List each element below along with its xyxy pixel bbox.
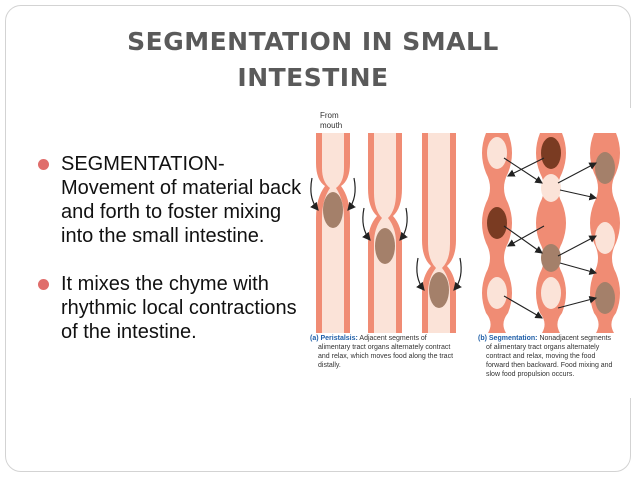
figure-svg: From mouth <box>310 111 620 378</box>
slide-title: SEGMENTATION IN SMALL INTESTINE <box>70 24 556 96</box>
intestine-figure: From mouth <box>308 108 638 398</box>
bullet-icon <box>38 159 49 170</box>
bullet-icon <box>38 279 49 290</box>
peristalsis-caption-line: distally. <box>318 362 341 369</box>
bullet-line: Movement of material back <box>61 177 302 199</box>
segmentation-tube-3 <box>590 133 620 333</box>
segmentation-caption-line: slow food propulsion occurs. <box>486 371 574 378</box>
peristalsis-tube-1 <box>316 133 350 333</box>
from-mouth-label-1: From <box>320 111 339 120</box>
bullet-item: It mixes the chyme with rhythmic local c… <box>38 272 328 344</box>
peristalsis-caption-line: Adjacent segments of <box>358 335 427 342</box>
peristalsis-tube-2 <box>368 133 402 333</box>
bullet-line: It mixes the chyme with <box>61 273 269 295</box>
segmentation-tube-1 <box>482 133 512 333</box>
bullet-list: SEGMENTATION- Movement of material back … <box>38 152 328 392</box>
bullet-line: into the small intestine. <box>61 225 265 247</box>
title-line-1: SEGMENTATION IN SMALL <box>127 27 499 56</box>
segmentation-caption-line: of alimentary tract organs alternately <box>486 344 600 351</box>
bullet-line: SEGMENTATION- <box>61 153 225 175</box>
bullet-line: rhythmic local contractions <box>61 297 297 319</box>
peristalsis-caption-line: alimentary tract organs alternately cont… <box>318 344 450 351</box>
peristalsis-tube-3 <box>422 133 456 333</box>
segmentation-caption-line: contract and relax, moving the food <box>486 353 595 360</box>
segmentation-caption: (b) Segmentation: Nonadjacent segments o… <box>478 335 614 378</box>
title-line-2: INTESTINE <box>237 63 389 92</box>
segmentation-caption-line: Nonadjacent segments <box>538 335 612 342</box>
peristalsis-caption: (a) Peristalsis: Adjacent segments of al… <box>310 335 455 369</box>
from-mouth-label-2: mouth <box>320 121 342 130</box>
peristalsis-caption-line: and relax, which moves food along the tr… <box>318 353 453 360</box>
bullet-line: and forth to foster mixing <box>61 201 282 223</box>
bullet-line: of the intestine. <box>61 321 197 343</box>
segmentation-tube-2 <box>536 133 566 333</box>
segmentation-caption-line: forward then backward. Food mixing and <box>486 362 613 369</box>
peristalsis-caption-label: (a) Peristalsis: <box>310 335 358 342</box>
bullet-item: SEGMENTATION- Movement of material back … <box>38 152 328 248</box>
segmentation-caption-label: (b) Segmentation: <box>478 335 538 342</box>
